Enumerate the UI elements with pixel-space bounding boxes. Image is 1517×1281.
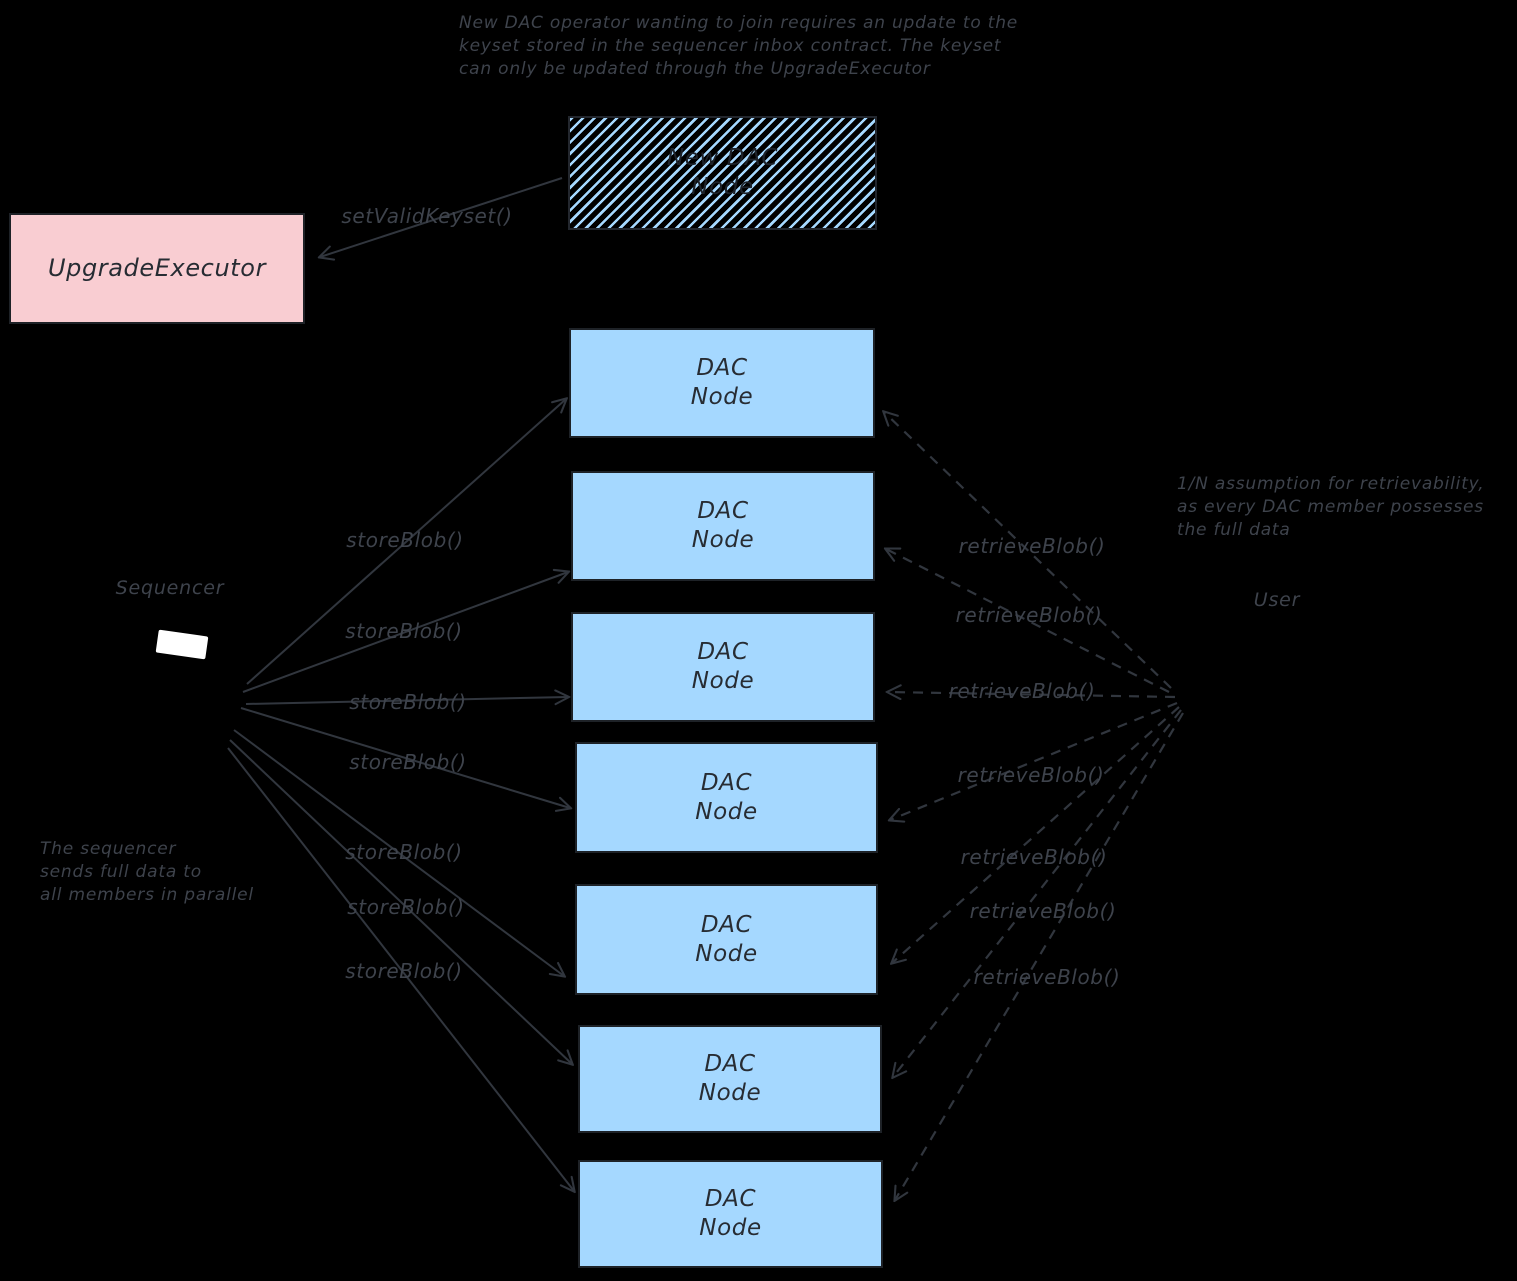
note-retrievability: 1/N assumption for retrievability, as ev… [1177,474,1485,540]
retrieve-blob-label: retrieveBlob() [960,845,1108,869]
dac-node-box: DAC Node [578,1160,883,1268]
retrieve-blob-arrow [893,709,1182,1077]
retrieve-blob-label: retrieveBlob() [948,679,1096,703]
store-blob-label: storeBlob() [345,619,463,643]
new-dac-node-box: New DAC Node [568,116,877,230]
user-label: User [1253,589,1301,611]
upgrade-executor-box: UpgradeExecutor [9,213,305,324]
retrieve-blob-label: retrieveBlob() [969,899,1117,923]
dac-node-label: DAC Node [690,355,754,410]
store-blob-arrow [229,739,572,1064]
store-blob-arrow [240,707,570,808]
dac-node-box: DAC Node [575,884,878,995]
store-blob-arrow [233,729,564,976]
dac-node-label: DAC Node [699,1186,762,1241]
dac-node-box: DAC Node [571,612,875,722]
dac-node-label: DAC Node [695,769,758,825]
retrieve-blob-label: retrieveBlob() [955,603,1103,627]
retrieve-blob-label: retrieveBlob() [973,965,1121,989]
store-blob-arrow [242,572,568,693]
dac-node-box: DAC Node [569,328,875,438]
retrieve-blob-label: retrieveBlob() [957,763,1105,787]
retrieve-blob-arrow [888,692,1176,697]
new-dac-node-label: New DAC Node [666,145,779,200]
upgrade-executor-label: UpgradeExecutor [47,254,267,282]
retrieve-blob-arrow [895,712,1184,1200]
set-valid-keyset-arrow [320,177,563,257]
retrieve-blob-arrow [884,412,1172,689]
set-valid-keyset-label: setValidKeyset() [341,204,513,228]
retrieve-blob-label: retrieveBlob() [958,534,1106,558]
store-blob-label: storeBlob() [347,895,465,919]
dac-node-label: DAC Node [691,639,755,694]
dac-node-box: DAC Node [575,742,878,853]
dac-node-box: DAC Node [571,471,875,581]
store-blob-arrow [246,399,566,685]
note-sequencer-parallel: The sequencer sends full data to all mem… [40,839,254,905]
store-blob-label: storeBlob() [345,840,463,864]
note-keyset-update: New DAC operator wanting to join require… [459,13,1019,79]
store-blob-label: storeBlob() [346,528,464,552]
store-blob-label: storeBlob() [345,959,463,983]
store-blob-label: storeBlob() [349,750,467,774]
sequencer-label: Sequencer [115,577,225,599]
dac-node-label: DAC Node [691,498,755,553]
retrieve-blob-arrow [892,706,1180,963]
store-blob-arrow [245,697,568,704]
store-blob-label: storeBlob() [349,690,467,714]
store-blob-arrow [227,747,574,1191]
retrieve-blob-arrow [890,701,1178,820]
dac-node-label: DAC Node [698,1051,762,1106]
dac-node-box: DAC Node [578,1025,882,1133]
dac-node-label: DAC Node [695,911,758,967]
